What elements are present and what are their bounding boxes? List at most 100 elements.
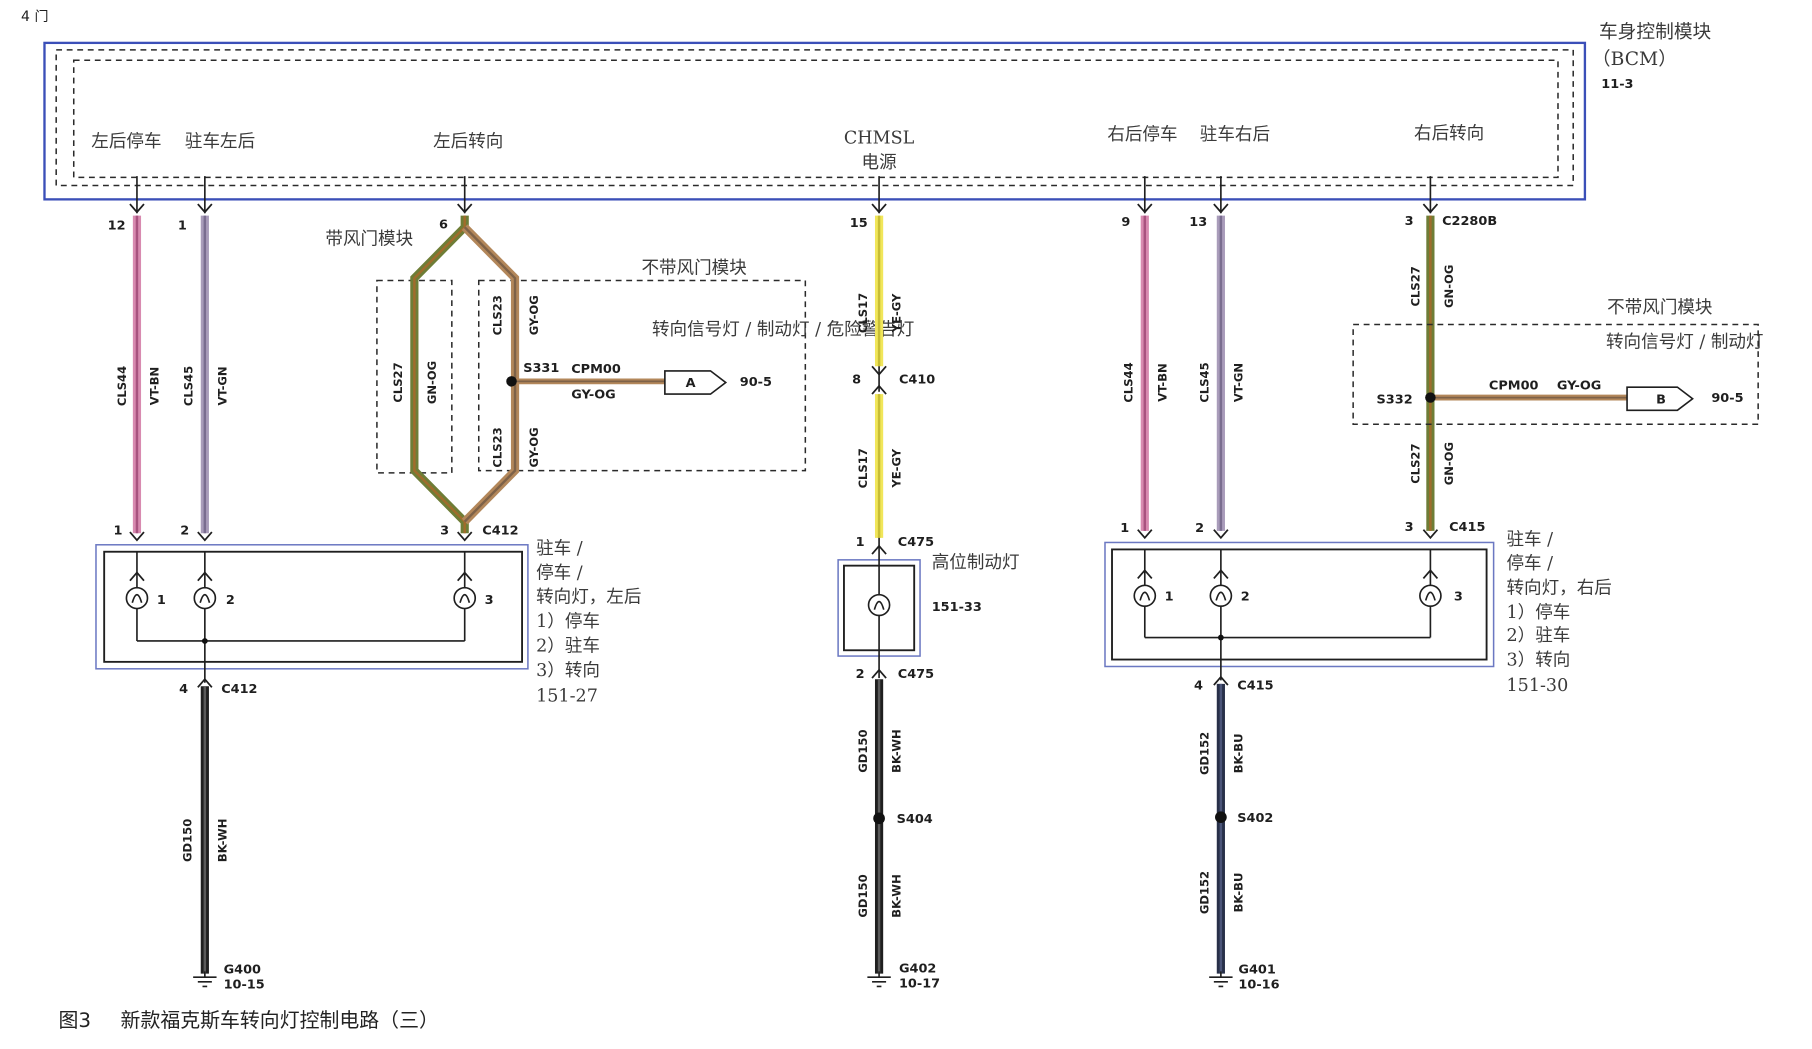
left-lamp-desc-line: 停车 / — [536, 563, 583, 583]
left-damper-color: GN-OG — [425, 361, 439, 404]
bcm-pin-lr-stop: 左后停车 — [91, 132, 161, 152]
bulb-icon — [453, 586, 477, 610]
right-stop-color: VT-BN — [1155, 363, 1169, 401]
right-without-damper-label: 不带风门模块 — [1607, 298, 1712, 318]
ground-icon — [867, 971, 891, 988]
left-splice-label: S331 — [523, 361, 559, 376]
bulb-icon — [867, 593, 891, 617]
right-ground-splice-label: S402 — [1237, 811, 1273, 826]
bulb-icon — [1209, 584, 1233, 608]
left-with-damper-label: 带风门模块 — [325, 230, 413, 250]
left-without-damper-box — [477, 279, 807, 472]
right-branch-ref: 90-5 — [1711, 391, 1743, 406]
left-lamp-pin-2: 2 — [180, 523, 189, 538]
center-inline-pin: 8 — [852, 373, 861, 388]
right-lamp-connector: C415 — [1449, 520, 1485, 535]
center-lamp-pin: 1 — [856, 535, 865, 550]
left-lamp-desc-line: 1）停车 — [536, 612, 600, 632]
left-branch-circuit: CPM00 — [571, 362, 621, 377]
center-upper-circuit: CLS17 — [856, 293, 870, 333]
left-pin-stop: 12 — [108, 219, 126, 234]
left-branch-desc: 转向信号灯 / 制动灯 / 危险警告灯 — [652, 320, 914, 340]
right-pin-stop: 9 — [1121, 215, 1130, 230]
bcm-module: 车身控制模块 （BCM） 11-3 左后停车 驻车左后 左后转向 CHMSL 电… — [43, 22, 1712, 214]
right-lamp-desc-line: 驻车 / — [1506, 530, 1553, 550]
left-park-circuit: CLS45 — [182, 366, 196, 406]
left-lamp-desc-line: 转向灯，左后 — [536, 588, 641, 608]
center-lamp-ref: 151-33 — [932, 600, 982, 615]
bulb-icon — [1419, 584, 1442, 608]
right-without-damper-box — [1352, 323, 1759, 425]
right-turn-upper-circuit: CLS27 — [1408, 266, 1422, 306]
bcm-title: 车身控制模块 — [1599, 22, 1712, 43]
right-branch-circuit: CPM00 — [1489, 379, 1539, 394]
bulb-icon — [1133, 584, 1157, 608]
bcm-pin-stubs — [136, 176, 1432, 214]
right-ground-connector: C415 — [1237, 679, 1273, 694]
center-ground-lower-color: BK-WH — [890, 874, 904, 918]
bcm-pin-rr-turn: 右后转向 — [1414, 124, 1484, 144]
right-ground-lower-circuit: GD152 — [1198, 871, 1212, 914]
left-branch-connector-icon — [664, 370, 728, 395]
left-lamp-desc-line: 2）驻车 — [536, 636, 600, 656]
left-branch-ref: 90-5 — [740, 375, 772, 390]
bcm-pin-lr-turn: 左后转向 — [433, 132, 503, 152]
right-lamp-pin-2: 2 — [1195, 521, 1204, 536]
center-ground-upper-color: BK-WH — [890, 729, 904, 773]
center-ground-id: G402 — [899, 962, 936, 977]
left-turn-upper-circuit: CLS23 — [491, 295, 505, 335]
left-bulb-number-1: 1 — [157, 593, 166, 608]
center-lower-color: YE-GY — [890, 448, 904, 488]
left-lamp-pin-3: 3 — [440, 523, 449, 538]
left-damper-turn-wire — [410, 215, 469, 534]
bcm-pin-rr-park: 驻车右后 — [1200, 125, 1270, 145]
bcm-dashed-border-outer — [55, 49, 1574, 187]
right-lamp-desc-line: 停车 / — [1506, 554, 1553, 574]
center-upper-color: YE-GY — [890, 293, 904, 333]
right-turn-upper-color: GN-OG — [1442, 265, 1456, 308]
figure-number: 图3 — [59, 1009, 92, 1032]
right-ground-upper-circuit: GD152 — [1198, 732, 1212, 775]
center-ground-pin-arrow-icon — [871, 668, 887, 679]
left-bulb-number-3: 3 — [485, 593, 494, 608]
left-turn-wire-stripe — [463, 226, 517, 523]
center-pin: 15 — [850, 216, 868, 231]
right-turn-lower-color: GN-OG — [1442, 442, 1456, 485]
right-lamp-pin-arrow-icons — [1137, 529, 1439, 540]
left-stop-color: VT-BN — [148, 367, 162, 405]
bcm-outer-border — [43, 41, 1587, 201]
left-pin-turn: 6 — [439, 217, 448, 232]
right-turn-connector: C2280B — [1442, 214, 1497, 229]
chmsl-circuit: 15 CLS17 YE-GY 8 C410 CLS17 YE-GY 1 C475… — [837, 215, 1020, 992]
center-splice-label: S404 — [897, 812, 933, 827]
right-branch-connector: B — [1656, 392, 1666, 407]
left-rear-circuit: 12 1 6 CLS44 VT-BN CLS45 VT-GN 带风门模块 不带风… — [95, 215, 914, 993]
left-lamp-terminal-icons — [129, 571, 473, 582]
left-damper-turn-wire-stripe — [413, 215, 466, 534]
bcm-pin-arrow-icons — [129, 203, 1439, 214]
left-lamp-pin-arrow-icons — [129, 531, 473, 542]
center-splice-dot — [873, 812, 885, 825]
bcm-pin-lr-park: 驻车左后 — [185, 132, 255, 152]
right-lamp-bus-node — [1217, 634, 1224, 641]
right-ground-lower-color: BK-BU — [1231, 873, 1245, 913]
right-bulb-number-1: 1 — [1165, 589, 1174, 604]
left-lamp-box-inner — [103, 550, 523, 663]
bcm-pin-chmsl: CHMSL — [844, 129, 915, 149]
right-bulb-number-2: 2 — [1241, 589, 1250, 604]
bcm-pin-chmsl-power: 电源 — [862, 153, 897, 173]
figure-title: 新款福克斯车转向灯控制电路（三） — [121, 1009, 439, 1032]
left-lamp-bus-node — [201, 638, 208, 644]
center-ground-pin: 2 — [856, 667, 865, 682]
center-lower-circuit: CLS17 — [856, 448, 870, 488]
right-lamp-desc-line: 转向灯，右后 — [1506, 579, 1611, 599]
center-inline-connector: C410 — [899, 373, 935, 388]
left-splice-dot — [506, 376, 517, 387]
right-ground-pin: 4 — [1194, 679, 1203, 694]
left-lamp-connector: C412 — [482, 523, 518, 538]
left-ground-ref: 10-15 — [224, 978, 265, 993]
bcm-dashed-border-inner — [72, 59, 1559, 179]
left-ground-connector: C412 — [221, 682, 257, 697]
right-splice-label: S332 — [1377, 392, 1413, 407]
center-lamp-name: 高位制动灯 — [932, 553, 1020, 573]
